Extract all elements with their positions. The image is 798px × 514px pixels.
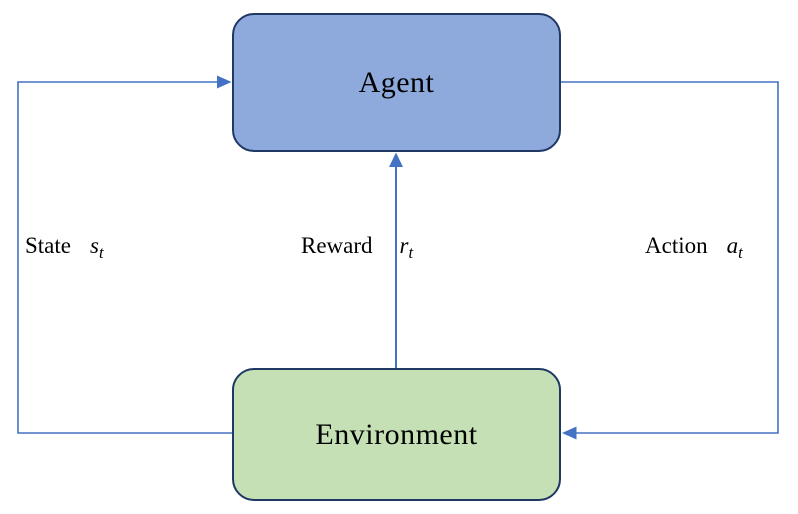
action-word: Action bbox=[645, 233, 708, 258]
agent-label: Agent bbox=[358, 65, 435, 99]
reward-symbol: rt bbox=[399, 233, 414, 262]
action-arrow bbox=[561, 81, 779, 440]
state-word: State bbox=[25, 233, 71, 258]
action-arrowhead bbox=[562, 426, 577, 440]
reward-arrowhead bbox=[389, 152, 403, 167]
agent-node: Agent bbox=[232, 13, 561, 152]
state-arrow bbox=[17, 75, 232, 434]
action-symbol: at bbox=[726, 233, 743, 262]
reward-word: Reward bbox=[301, 233, 373, 258]
action-label: Action at bbox=[645, 233, 743, 262]
state-arrowhead bbox=[217, 75, 232, 89]
reward-arrow bbox=[389, 152, 403, 368]
state-symbol: st bbox=[90, 233, 104, 262]
environment-node: Environment bbox=[232, 368, 561, 501]
environment-label: Environment bbox=[315, 417, 478, 451]
reward-label: Reward rt bbox=[301, 233, 414, 262]
state-label: State st bbox=[25, 233, 104, 262]
